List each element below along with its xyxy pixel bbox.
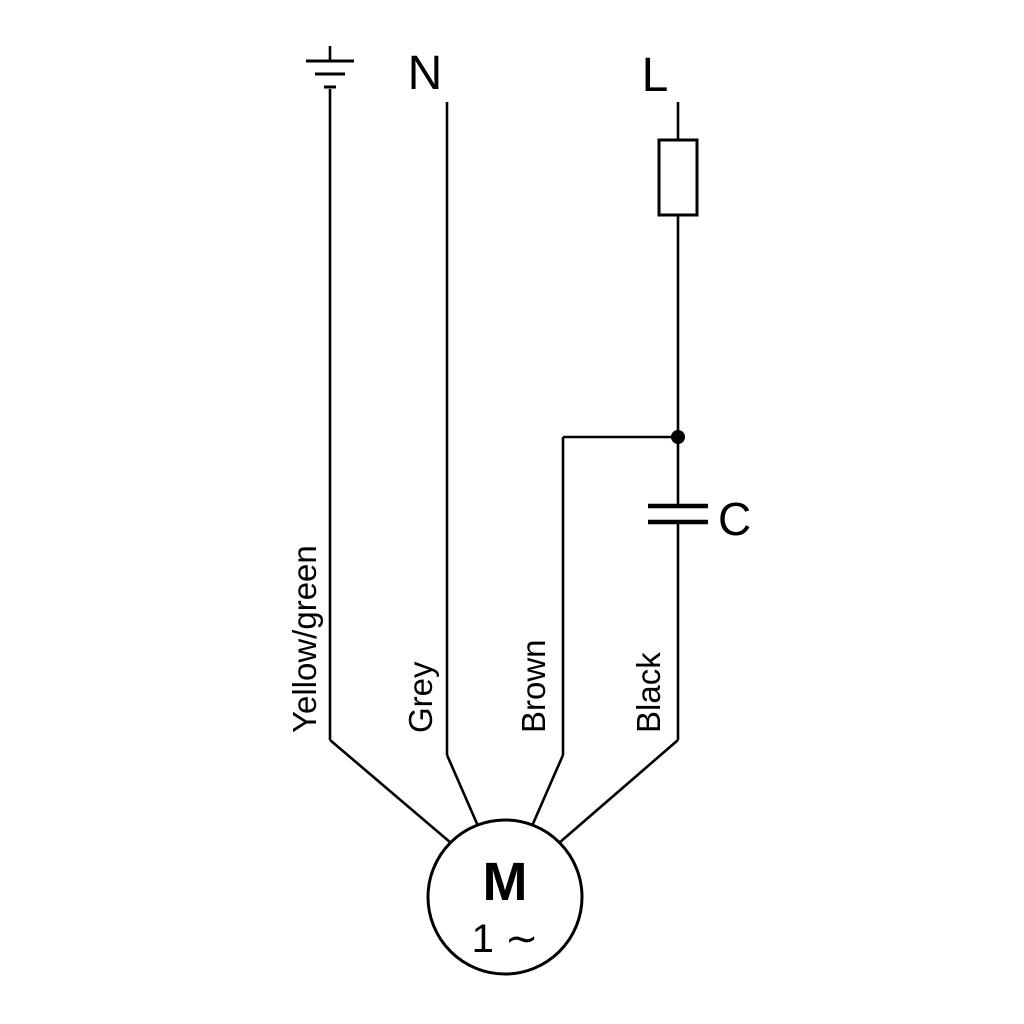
motor-phase-label: 1 ∼ (472, 917, 539, 961)
earth-ground-icon (306, 46, 354, 89)
line-feed-wire (657, 102, 699, 505)
capacitor-label: C (718, 493, 751, 545)
brown-wire (530, 435, 678, 827)
grey-wire-label: Grey (402, 661, 439, 733)
motor-symbol: M 1 ∼ (426, 818, 584, 976)
capacitor-symbol (648, 503, 708, 525)
yellow-green-wire-diagonal (329, 739, 452, 844)
black-wire (558, 524, 680, 844)
black-wire-label: Black (630, 652, 667, 733)
terminal-n-label: N (408, 47, 443, 100)
terminal-l-label: L (642, 49, 669, 102)
black-wire-diagonal (558, 739, 679, 844)
yellow-green-wire-label: Yellow/green (286, 545, 323, 733)
grey-wire (445, 102, 480, 827)
grey-wire-diagonal (445, 754, 480, 827)
fuse-symbol (657, 138, 699, 217)
brown-wire-label: Brown (515, 639, 552, 733)
motor-circle (426, 818, 584, 976)
yellow-green-wire (328, 89, 452, 844)
motor-m-label: M (483, 852, 528, 912)
brown-wire-diagonal (530, 754, 565, 827)
